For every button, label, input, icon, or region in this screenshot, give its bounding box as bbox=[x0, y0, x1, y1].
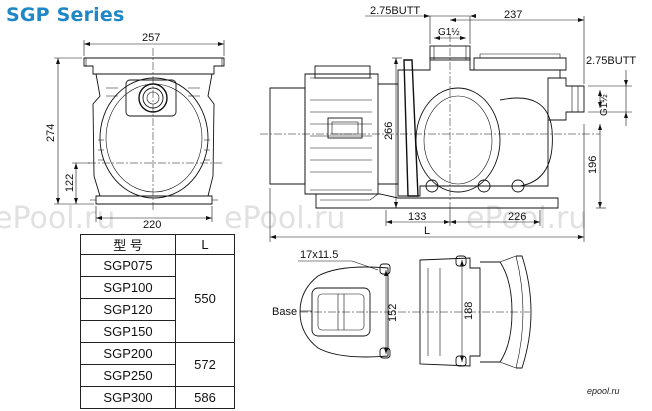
watermark-text-3: ePool.ru bbox=[466, 201, 587, 236]
table-row: SGP200 572 bbox=[80, 342, 235, 387]
table-row: SGP300 586 bbox=[80, 386, 235, 409]
front-view: 257 274 122 220 bbox=[45, 32, 225, 231]
dim-front-center-height: 122 bbox=[64, 174, 76, 192]
table-row: SGP120 bbox=[80, 298, 235, 321]
base-label: Base bbox=[272, 306, 297, 318]
model-cell: SGP200 bbox=[80, 342, 176, 365]
model-cell: SGP250 bbox=[80, 364, 176, 387]
dim-side-outlet-height: 196 bbox=[587, 156, 599, 174]
model-cell: SGP150 bbox=[80, 320, 176, 343]
site-logo: epool.ru bbox=[587, 386, 620, 396]
base-view: 17x11.5 Base 152 188 bbox=[272, 249, 532, 369]
dim-side-base-right: 226 bbox=[508, 211, 526, 223]
watermark-text-2: ePool.ru bbox=[224, 201, 345, 236]
length-cell: 572 bbox=[175, 342, 235, 387]
side-view: 2.75BUTT 237 G1½ 2.75BUTT G1½ 266 196 bbox=[260, 5, 636, 242]
dim-base-188: 188 bbox=[463, 302, 475, 320]
table-row: SGP075 550 bbox=[80, 254, 235, 343]
dim-side-height: 266 bbox=[383, 122, 395, 140]
dim-side-g-thread-right: G1½ bbox=[599, 94, 610, 116]
table-header-row: 型 号 L bbox=[80, 234, 235, 255]
dim-side-top-length: 237 bbox=[504, 9, 522, 21]
model-cell: SGP075 bbox=[80, 254, 176, 277]
model-cell: SGP100 bbox=[80, 276, 176, 299]
length-cell: 550 bbox=[175, 254, 235, 343]
table-row: SGP250 bbox=[80, 364, 235, 387]
series-title: SGP Series bbox=[6, 4, 125, 26]
table-row: SGP100 bbox=[80, 276, 235, 299]
dim-side-outlet: 2.75BUTT bbox=[586, 55, 636, 67]
table-header-model: 型 号 bbox=[80, 234, 176, 255]
dim-front-width: 257 bbox=[142, 32, 160, 44]
dim-base-slot: 17x11.5 bbox=[300, 249, 338, 261]
length-cell: 586 bbox=[175, 386, 235, 409]
dim-front-base-width: 220 bbox=[143, 219, 161, 231]
table-header-length: L bbox=[175, 234, 235, 255]
dim-front-height: 274 bbox=[45, 124, 57, 142]
dim-base-152: 152 bbox=[387, 304, 399, 322]
watermark-group: ePool.ru ePool.ru ePool.ru bbox=[0, 201, 587, 236]
dim-side-inlet: 2.75BUTT bbox=[370, 5, 420, 17]
dim-side-g-thread-top: G1½ bbox=[438, 27, 460, 38]
model-cell: SGP300 bbox=[80, 386, 176, 409]
dim-side-total-length: L bbox=[424, 225, 430, 237]
model-cell: SGP120 bbox=[80, 298, 176, 321]
dim-side-base-left: 133 bbox=[408, 211, 426, 223]
model-length-table: 型 号 L SGP075 550 SGP100 SGP120 SGP150 SG… bbox=[80, 234, 235, 409]
